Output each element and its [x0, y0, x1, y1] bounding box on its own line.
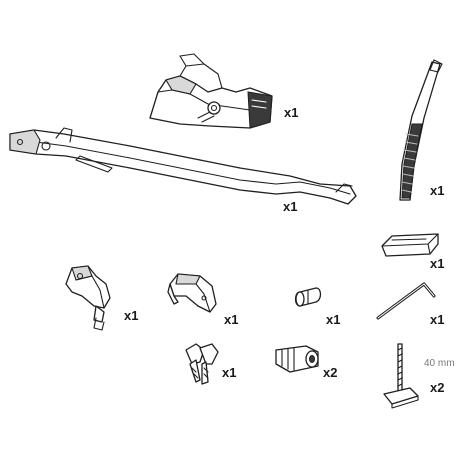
keys-drawing [185, 343, 219, 385]
wheel-tray-quantity: x1 [283, 199, 298, 214]
wheel-strap-quantity: x1 [430, 183, 445, 198]
t-bolt-drawing [383, 343, 419, 409]
lock-cylinder-quantity: x1 [326, 312, 341, 327]
hex-key-quantity: x1 [430, 312, 445, 327]
hex-key-drawing [376, 282, 436, 320]
frame-adapter-quantity: x1 [124, 308, 139, 323]
wheel-holder-quantity: x1 [284, 105, 299, 120]
t-bolt-dimension: 40 mm [424, 358, 455, 369]
strap-buckle-drawing [381, 233, 439, 257]
keys-quantity: x1 [222, 365, 237, 380]
end-cap-quantity: x1 [224, 312, 239, 327]
frame-adapter-drawing [65, 265, 111, 331]
strap-buckle-quantity: x1 [430, 256, 445, 271]
t-bolt-quantity: x2 [430, 380, 445, 395]
lock-housing-drawing [275, 345, 319, 373]
end-cap-drawing [167, 273, 217, 313]
lock-cylinder-drawing [294, 287, 322, 307]
wheel-tray-drawing [9, 127, 357, 205]
wheel-holder-drawing [149, 53, 273, 129]
wheel-strap-drawing [399, 59, 443, 201]
lock-housing-quantity: x2 [323, 365, 338, 380]
